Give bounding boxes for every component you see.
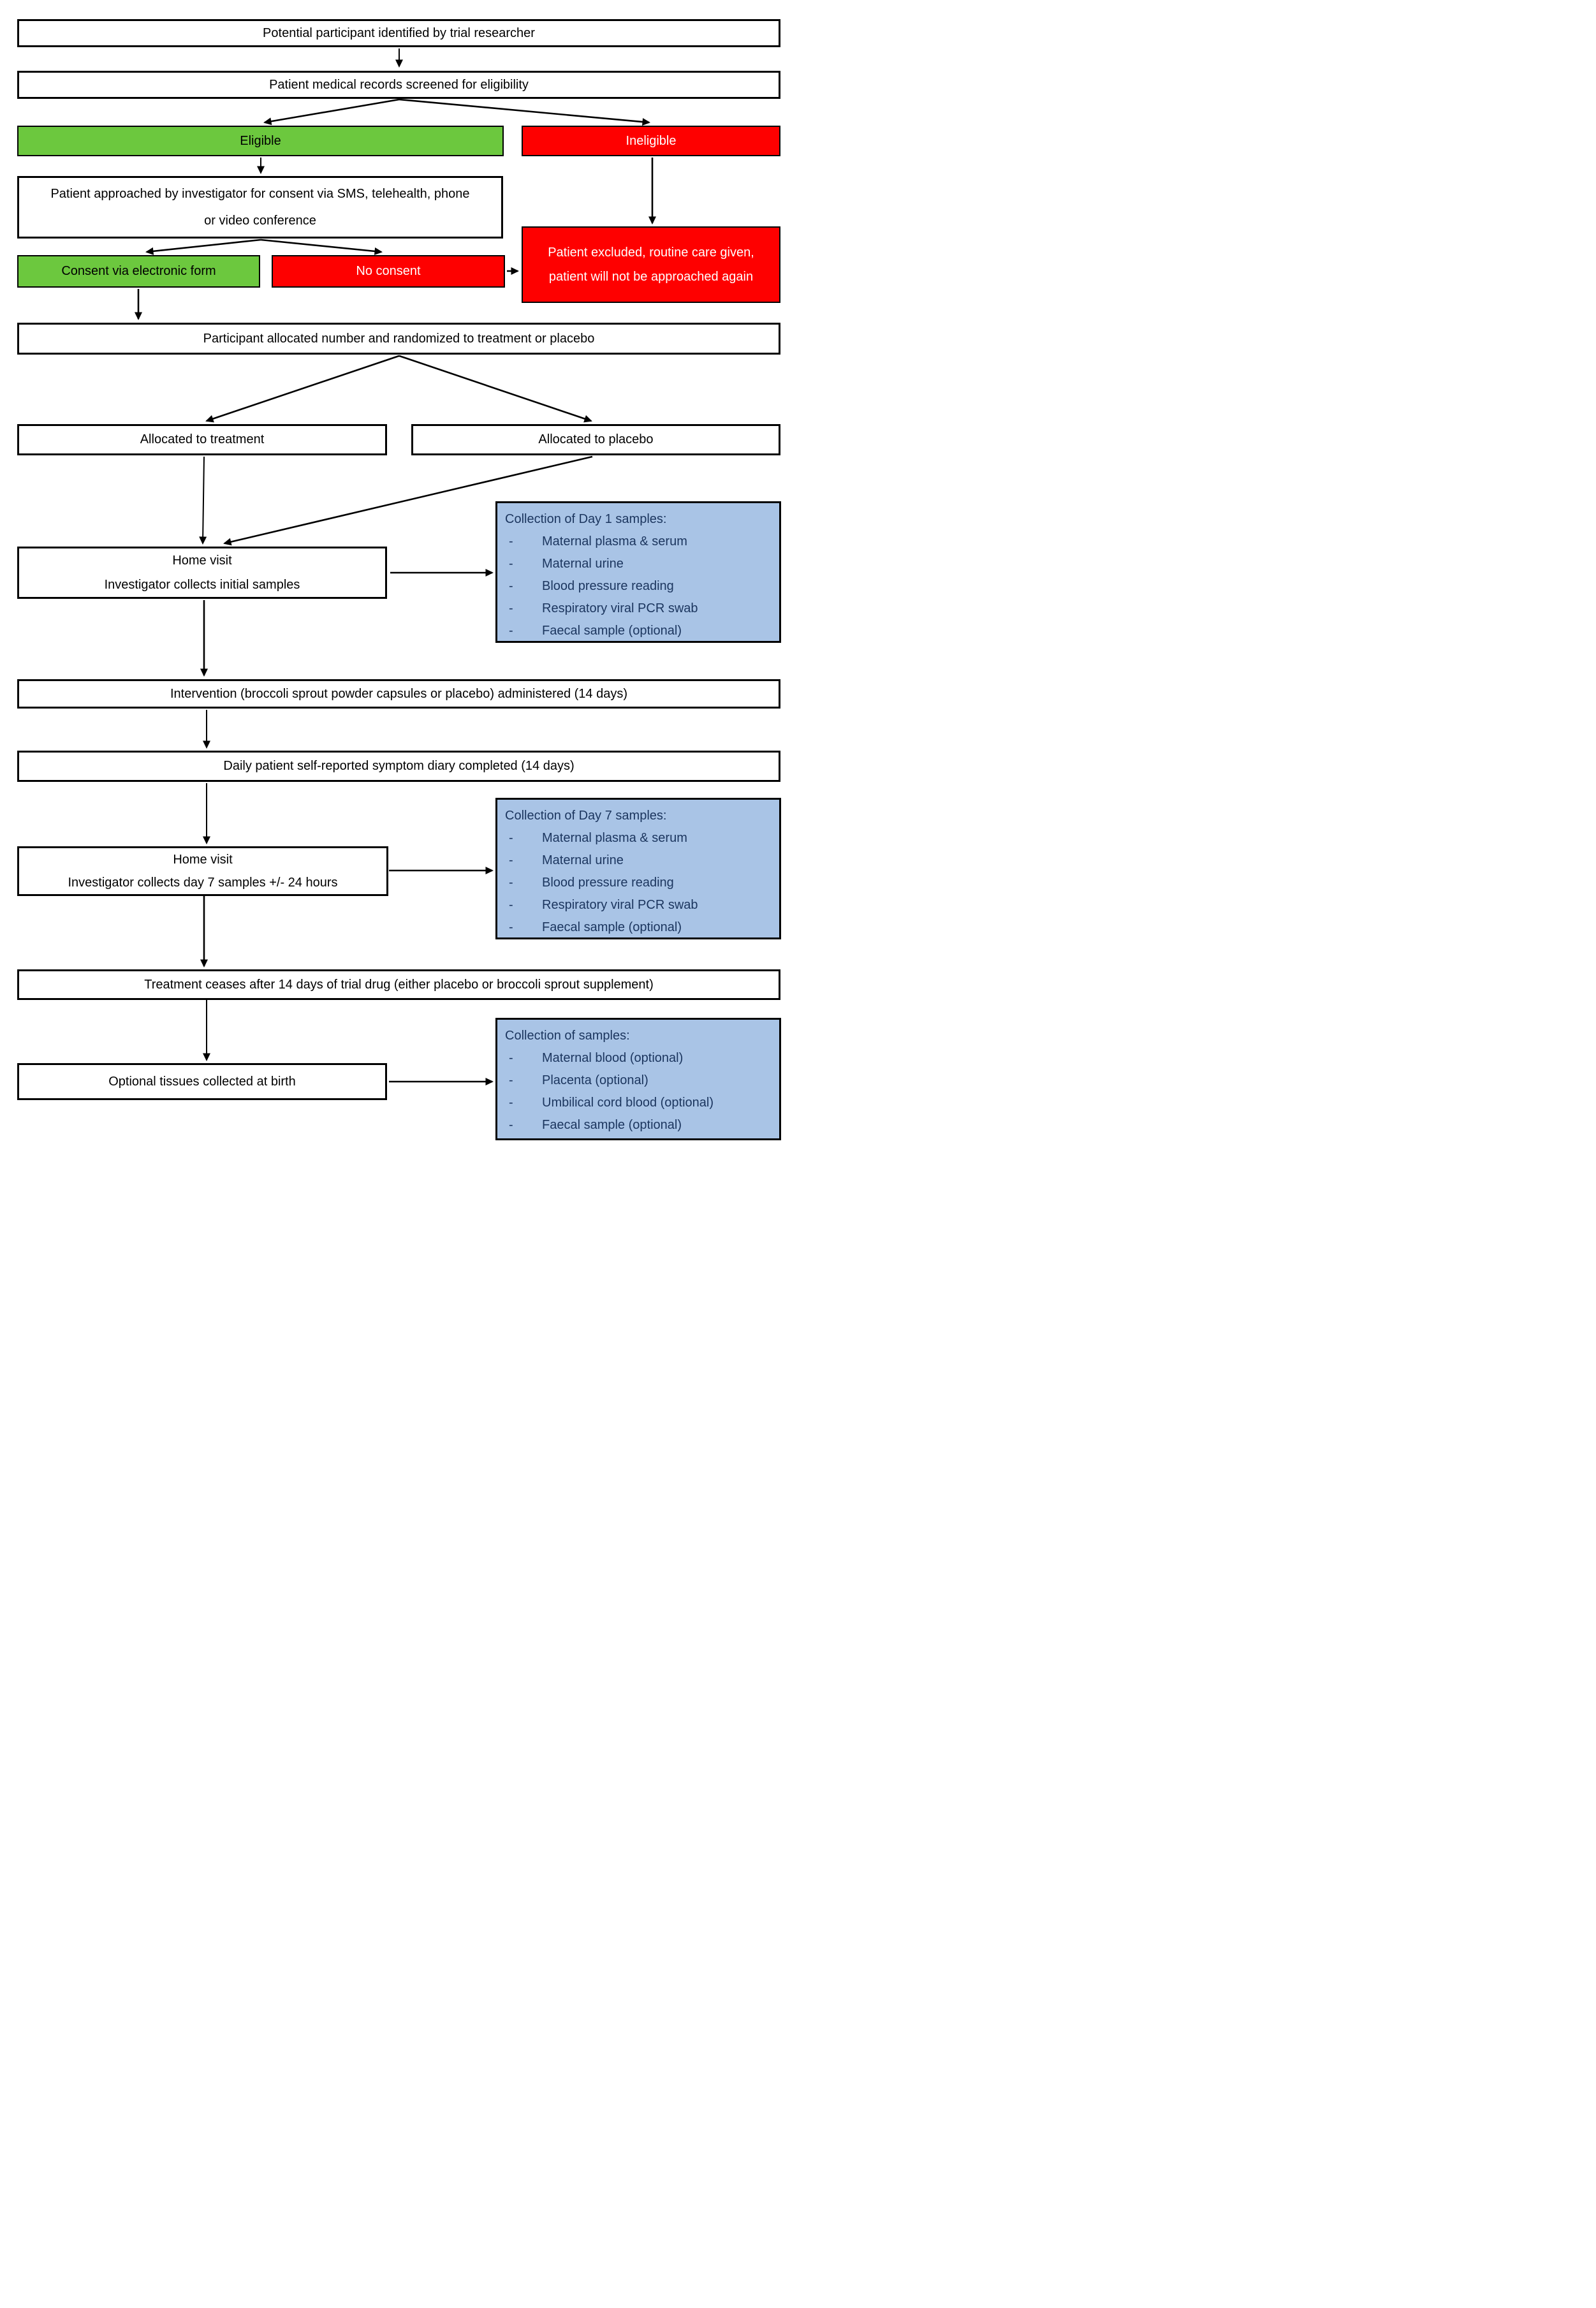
node-randomized: Participant allocated number and randomi… <box>17 323 780 355</box>
node-label: Allocated to treatment <box>140 432 265 446</box>
bullet-dash: - <box>509 1073 513 1087</box>
bullet-dash: - <box>509 601 513 615</box>
list-item: - Maternal urine <box>505 553 624 575</box>
node-label-line1: Home visit <box>173 853 233 867</box>
flowchart: Potential participant identified by tria… <box>0 0 798 1154</box>
bullet-dash: - <box>509 624 513 638</box>
bullet-dash: - <box>509 534 513 548</box>
node-label: Ineligible <box>626 133 677 148</box>
node-label: Daily patient self-reported symptom diar… <box>223 759 575 773</box>
node-label: Potential participant identified by tria… <box>263 26 535 40</box>
list-item: - Maternal plasma & serum <box>505 531 687 553</box>
list-item-label: Umbilical cord blood (optional) <box>542 1096 714 1110</box>
node-label: Treatment ceases after 14 days of trial … <box>144 977 654 992</box>
list-item-label: Respiratory viral PCR swab <box>542 898 698 912</box>
list-item: - Maternal blood (optional) <box>505 1047 683 1069</box>
list-item-label: Blood pressure reading <box>542 876 674 890</box>
bullet-dash: - <box>509 831 513 845</box>
bullet-dash: - <box>509 557 513 571</box>
list-item-label: Faecal sample (optional) <box>542 920 682 934</box>
bullet-dash: - <box>509 898 513 912</box>
list-item-label: Faecal sample (optional) <box>542 624 682 638</box>
list-item: - Faecal sample (optional) <box>505 1114 682 1136</box>
list-item: - Maternal plasma & serum <box>505 827 687 849</box>
list-item: - Blood pressure reading <box>505 872 674 894</box>
node-records-screened: Patient medical records screened for eli… <box>17 71 780 99</box>
list-item: - Blood pressure reading <box>505 575 674 598</box>
node-allocated-placebo: Allocated to placebo <box>411 424 780 455</box>
node-home-visit-7: Home visit Investigator collects day 7 s… <box>17 846 388 896</box>
node-optional-tissues-birth: Optional tissues collected at birth <box>17 1063 387 1100</box>
bullet-dash: - <box>509 920 513 934</box>
list-item-label: Respiratory viral PCR swab <box>542 601 698 615</box>
list-item: - Faecal sample (optional) <box>505 620 682 642</box>
arrow-screened-to-eligible <box>263 98 400 126</box>
node-label: Intervention (broccoli sprout powder cap… <box>170 686 628 701</box>
list-item-label: Maternal blood (optional) <box>542 1051 684 1065</box>
node-label: Participant allocated number and randomi… <box>203 331 595 346</box>
arrow-treatment-to-homevisit1 <box>199 456 207 545</box>
arrow-placebo-to-homevisit1 <box>223 455 593 546</box>
list-item: - Maternal urine <box>505 849 624 872</box>
node-label: Patient excluded, routine care given, pa… <box>548 246 754 284</box>
node-label: Consent via electronic form <box>61 264 216 278</box>
samples-title: Collection of samples: <box>505 1029 630 1043</box>
node-no-consent: No consent <box>272 255 505 288</box>
node-treatment-ceases: Treatment ceases after 14 days of trial … <box>17 969 780 1000</box>
bullet-dash: - <box>509 876 513 890</box>
arrow-approached-to-consent <box>145 239 261 255</box>
list-item: - Umbilical cord blood (optional) <box>505 1092 714 1114</box>
node-consent-electronic-form: Consent via electronic form <box>17 255 260 288</box>
list-item: - Placenta (optional) <box>505 1069 648 1092</box>
node-label: Patient medical records screened for eli… <box>269 77 529 92</box>
arrow-randomized-to-placebo <box>399 355 592 423</box>
node-label-line2: Investigator collects initial samples <box>104 578 300 592</box>
list-item-label: Maternal urine <box>542 557 624 571</box>
node-allocated-treatment: Allocated to treatment <box>17 424 387 455</box>
node-label: Eligible <box>240 133 281 148</box>
node-patient-approached: Patient approached by investigator for c… <box>17 176 503 239</box>
node-day7-samples: Collection of Day 7 samples: - Maternal p… <box>495 798 781 939</box>
bullet-dash: - <box>509 853 513 867</box>
list-item: - Respiratory viral PCR swab <box>505 598 698 620</box>
node-eligible: Eligible <box>17 126 504 156</box>
list-item-label: Faecal sample (optional) <box>542 1118 682 1132</box>
list-item-label: Placenta (optional) <box>542 1073 648 1087</box>
list-item-label: Maternal plasma & serum <box>542 534 687 548</box>
arrow-randomized-to-treatment <box>205 355 400 423</box>
node-symptom-diary: Daily patient self-reported symptom diar… <box>17 751 780 782</box>
arrow-screened-to-ineligible <box>399 98 650 126</box>
bullet-dash: - <box>509 1118 513 1132</box>
node-label-line1: Home visit <box>172 554 232 568</box>
node-patient-excluded: Patient excluded, routine care given, pa… <box>522 226 780 303</box>
bullet-dash: - <box>509 1051 513 1065</box>
list-item-label: Maternal plasma & serum <box>542 831 687 845</box>
node-intervention: Intervention (broccoli sprout powder cap… <box>17 679 780 709</box>
node-label-line2: Investigator collects day 7 samples +/- … <box>68 876 338 890</box>
samples-title: Collection of Day 1 samples: <box>505 512 667 526</box>
node-day1-samples: Collection of Day 1 samples: - Maternal p… <box>495 501 781 643</box>
node-ineligible: Ineligible <box>522 126 780 156</box>
arrow-approached-to-noconsent <box>260 239 383 255</box>
node-label: Optional tissues collected at birth <box>108 1074 296 1089</box>
bullet-dash: - <box>509 579 513 593</box>
list-item-label: Blood pressure reading <box>542 579 674 593</box>
flow-arrows <box>135 48 656 1085</box>
node-label: No consent <box>356 264 421 278</box>
node-home-visit-1: Home visit Investigator collects initial… <box>17 547 387 599</box>
list-item-label: Maternal urine <box>542 853 624 867</box>
bullet-dash: - <box>509 1096 513 1110</box>
samples-title: Collection of Day 7 samples: <box>505 809 667 823</box>
node-potential-participant-identified: Potential participant identified by tria… <box>17 19 780 47</box>
node-label: Allocated to placebo <box>538 432 654 446</box>
node-label: Patient approached by investigator for c… <box>50 187 470 228</box>
list-item: - Faecal sample (optional) <box>505 916 682 939</box>
list-item: - Respiratory viral PCR swab <box>505 894 698 916</box>
node-birth-samples: Collection of samples: - Maternal blood (… <box>495 1018 781 1140</box>
